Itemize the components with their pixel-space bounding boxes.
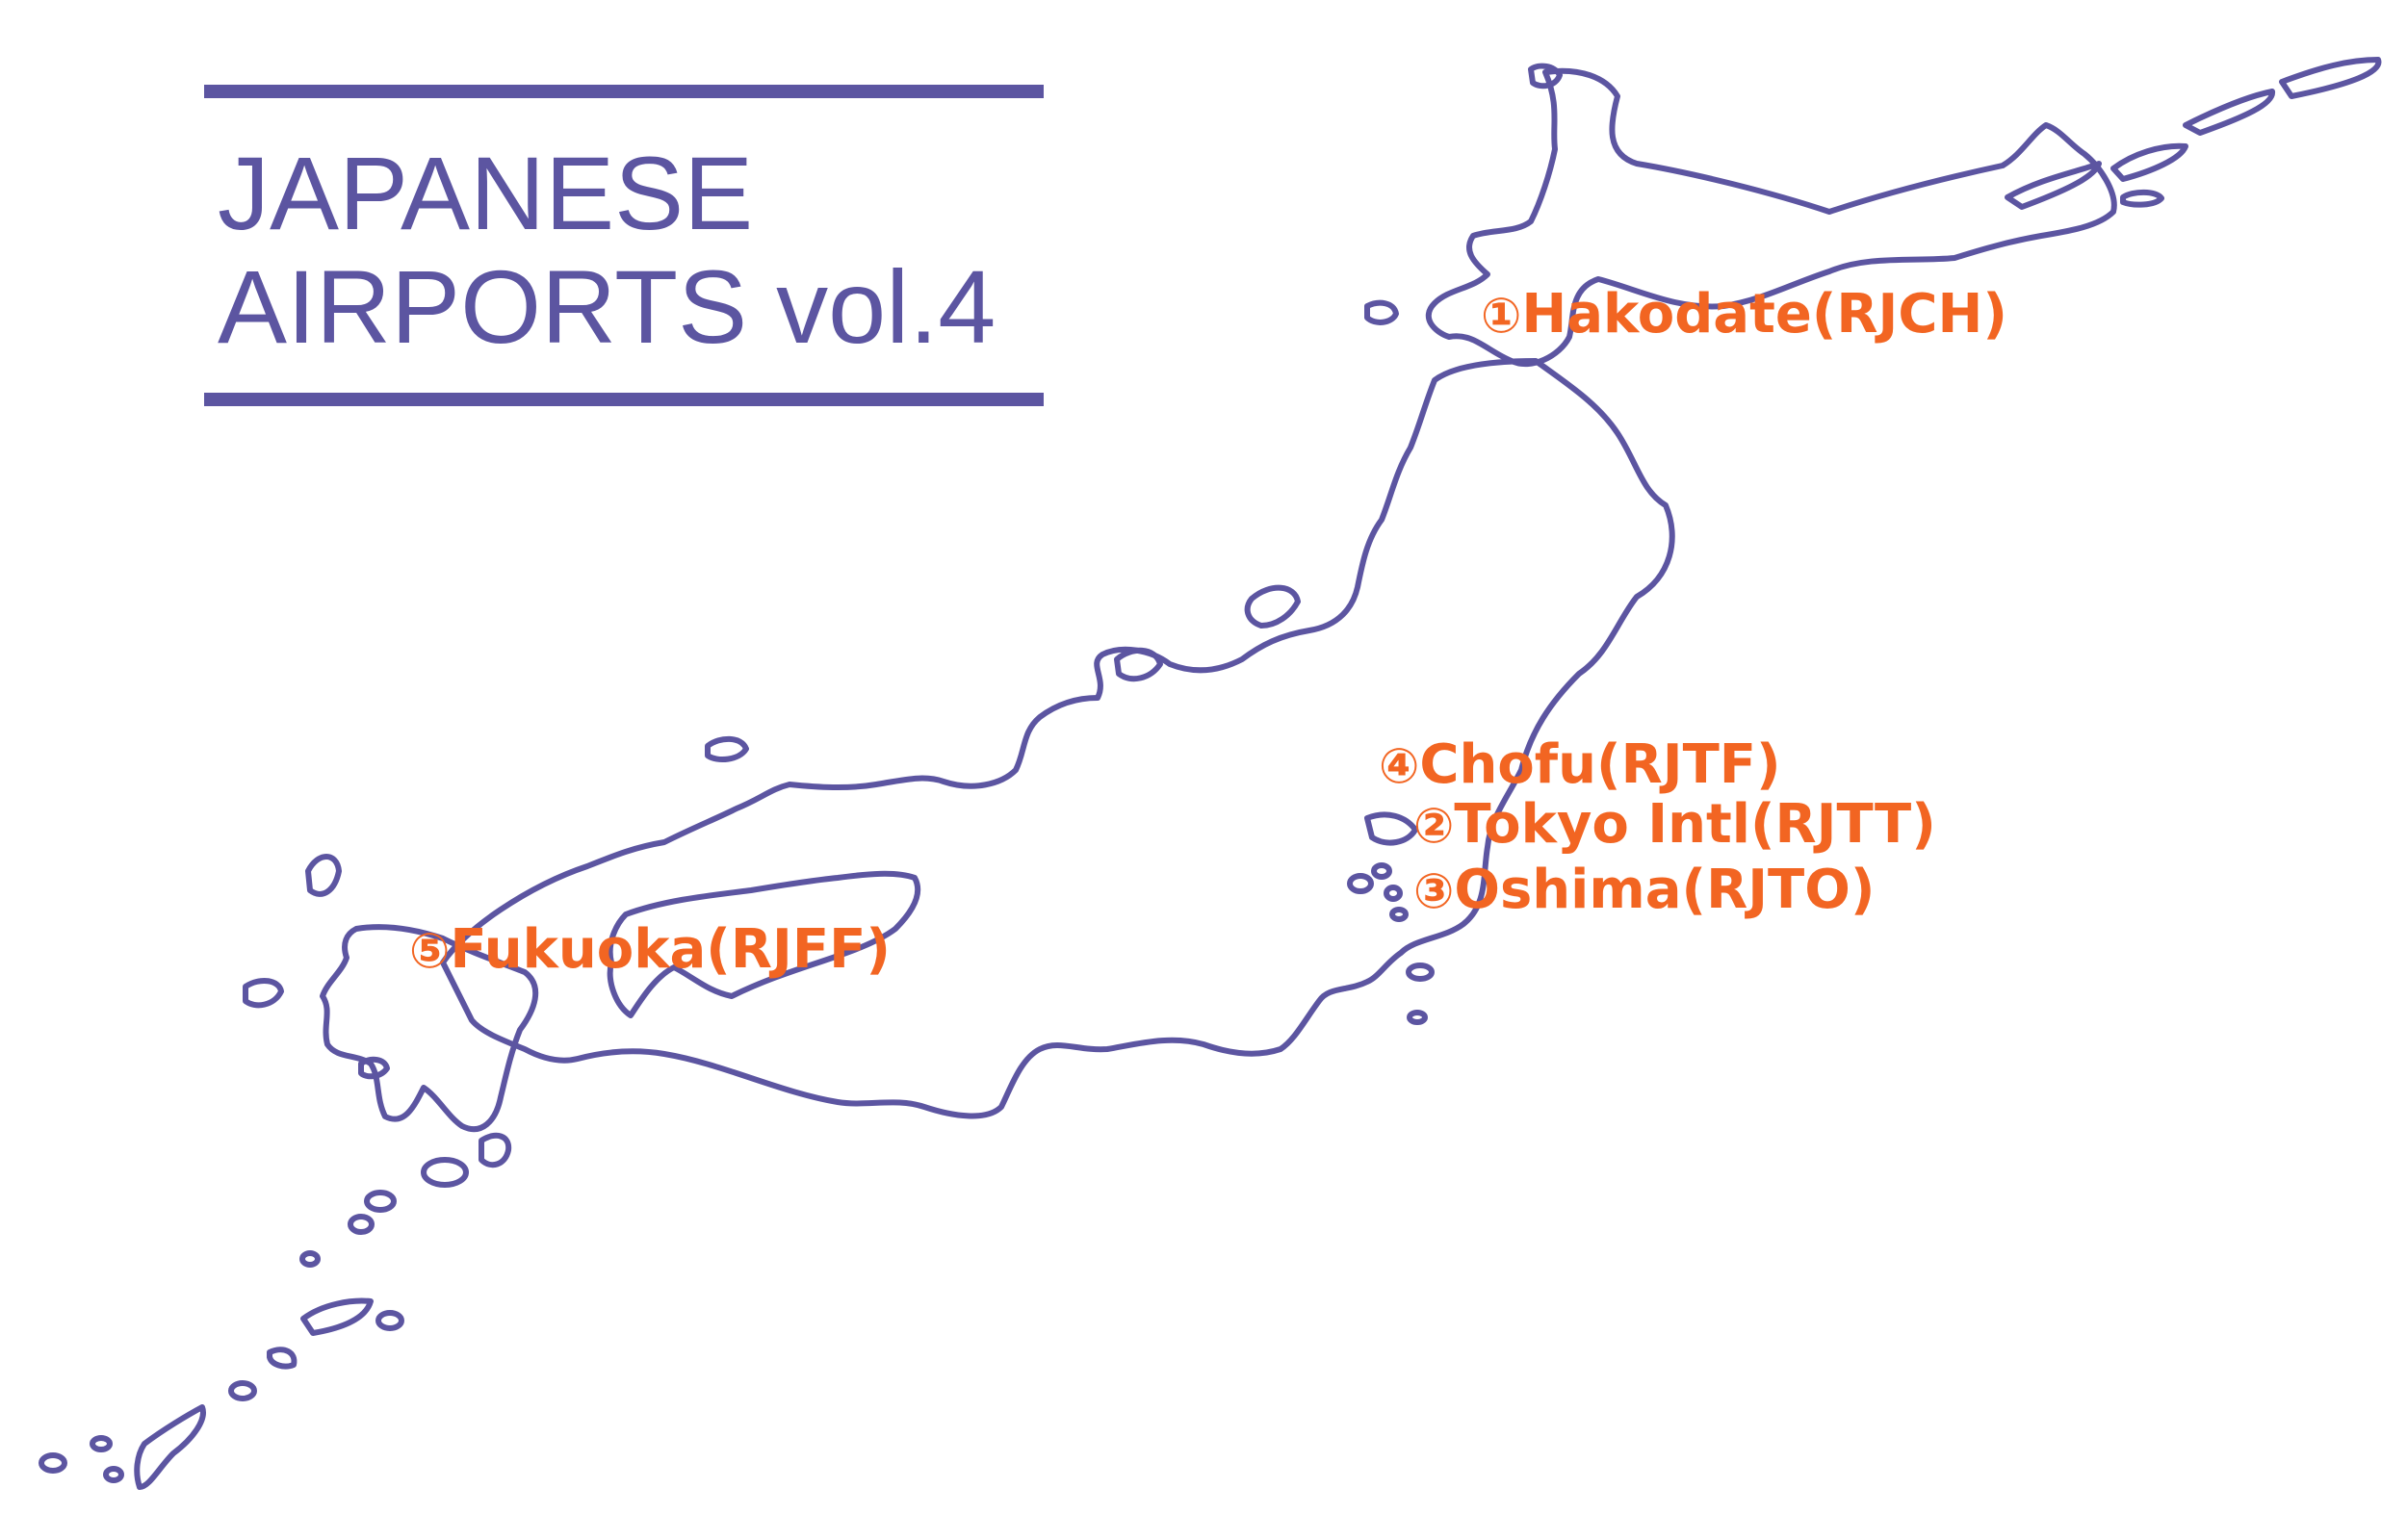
airport-name-oshima: Oshima(RJTO) <box>1454 859 1876 921</box>
airport-label-oshima: ③Oshima(RJTO) <box>1413 860 1875 922</box>
rishiri-island <box>1528 63 1563 90</box>
airport-marker-2: ② <box>1413 798 1455 854</box>
yakushima-island <box>421 1157 469 1188</box>
tanegashima-island <box>479 1132 512 1168</box>
sado-island <box>1244 584 1301 629</box>
amami-island-3 <box>299 1250 321 1268</box>
kuril-island-1 <box>2110 142 2188 182</box>
kuril-island-2 <box>2005 161 2102 210</box>
title-line-1: JAPANESE <box>218 135 754 251</box>
title-block: JAPANESE AIRPORTS vol.4 <box>204 85 1044 406</box>
kume-island <box>90 1435 113 1452</box>
okushiri-island <box>1364 299 1399 325</box>
amami-island-1 <box>364 1190 397 1213</box>
izu-island-4 <box>1389 907 1409 922</box>
title-rule-top <box>204 85 1044 98</box>
oki-island <box>705 735 749 763</box>
amami-island-2 <box>348 1214 375 1235</box>
hachijo-island <box>1406 962 1435 982</box>
airport-label-hakodate: ①Hakodate(RJCH) <box>1481 284 2007 346</box>
airport-label-tokyo-intl: ②Tokyo Intl(RJTT) <box>1413 794 1936 857</box>
aogashima-island <box>1407 1010 1428 1025</box>
title-line-2: AIRPORTS vol.4 <box>218 248 996 365</box>
okinoerabu-island <box>267 1347 298 1370</box>
miyako-island <box>39 1452 67 1474</box>
airport-marker-1: ① <box>1481 288 1522 344</box>
airport-label-chofu: ④Chofu(RJTF) <box>1379 734 1781 797</box>
honshu-island <box>440 358 1675 1119</box>
okinawa-island <box>134 1404 206 1490</box>
shikoku-island <box>607 870 921 1018</box>
noto-peninsula <box>1114 647 1163 682</box>
kuril-island-3 <box>2183 89 2275 136</box>
kuril-island-5 <box>2120 189 2164 208</box>
airport-name-hakodate: Hakodate(RJCH) <box>1521 283 2007 346</box>
ishigaki-island <box>103 1466 124 1483</box>
amami-oshima-island <box>300 1297 374 1336</box>
izu-island-3 <box>1384 885 1403 902</box>
airport-name-tokyo-intl: Tokyo Intl(RJTT) <box>1454 793 1936 856</box>
airport-marker-5: ⑤ <box>409 923 451 979</box>
title-rule-bottom <box>204 393 1044 406</box>
goto-island <box>243 978 284 1009</box>
koshiki-island <box>358 1056 390 1080</box>
yoron-island <box>228 1380 257 1401</box>
hokkaido-island <box>1425 67 2117 368</box>
kuril-island-4 <box>2279 57 2382 99</box>
tsushima-island <box>305 854 342 897</box>
izu-island-1 <box>1347 873 1374 894</box>
izu-island-2 <box>1371 862 1392 880</box>
kyushu-island <box>320 924 539 1133</box>
airport-marker-3: ③ <box>1413 863 1455 919</box>
airport-marker-4: ④ <box>1379 738 1420 794</box>
airport-label-fukuoka: ⑤Fukuoka(RJFF) <box>409 919 891 982</box>
tokunoshima-island <box>375 1310 404 1331</box>
page-title: JAPANESE AIRPORTS vol.4 <box>204 98 1044 393</box>
airport-name-fukuoka: Fukuoka(RJFF) <box>450 918 891 981</box>
tokyo-bay-coast <box>1364 811 1418 846</box>
airport-name-chofu: Chofu(RJTF) <box>1419 733 1781 796</box>
